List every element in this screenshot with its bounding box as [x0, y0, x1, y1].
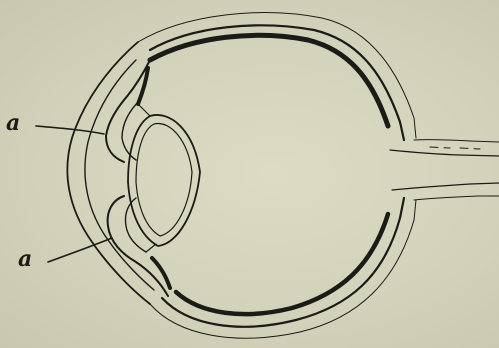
lens-inner	[136, 123, 192, 236]
retina-bottom	[176, 214, 388, 314]
optic-dashes	[430, 147, 480, 149]
iris-bottom-inner	[125, 198, 146, 252]
iris-bottom-dark	[152, 258, 170, 288]
optic-nerve-bottom-inner	[392, 183, 499, 190]
ligament-top	[138, 104, 150, 116]
optic-nerve-top-inner	[390, 150, 499, 156]
label-a-top: a	[6, 112, 20, 134]
iris-top	[106, 60, 150, 162]
ligament-bottom	[146, 244, 156, 252]
label-a-bottom: a	[18, 248, 32, 270]
lens-outer	[128, 115, 200, 246]
optic-nerve-top	[414, 140, 499, 142]
optic-nerve-bottom	[414, 196, 499, 200]
leader-line-bottom	[48, 238, 112, 262]
cornea-inner	[85, 60, 154, 290]
leader-line-top	[36, 126, 104, 134]
sclera-outer-top	[138, 13, 416, 138]
